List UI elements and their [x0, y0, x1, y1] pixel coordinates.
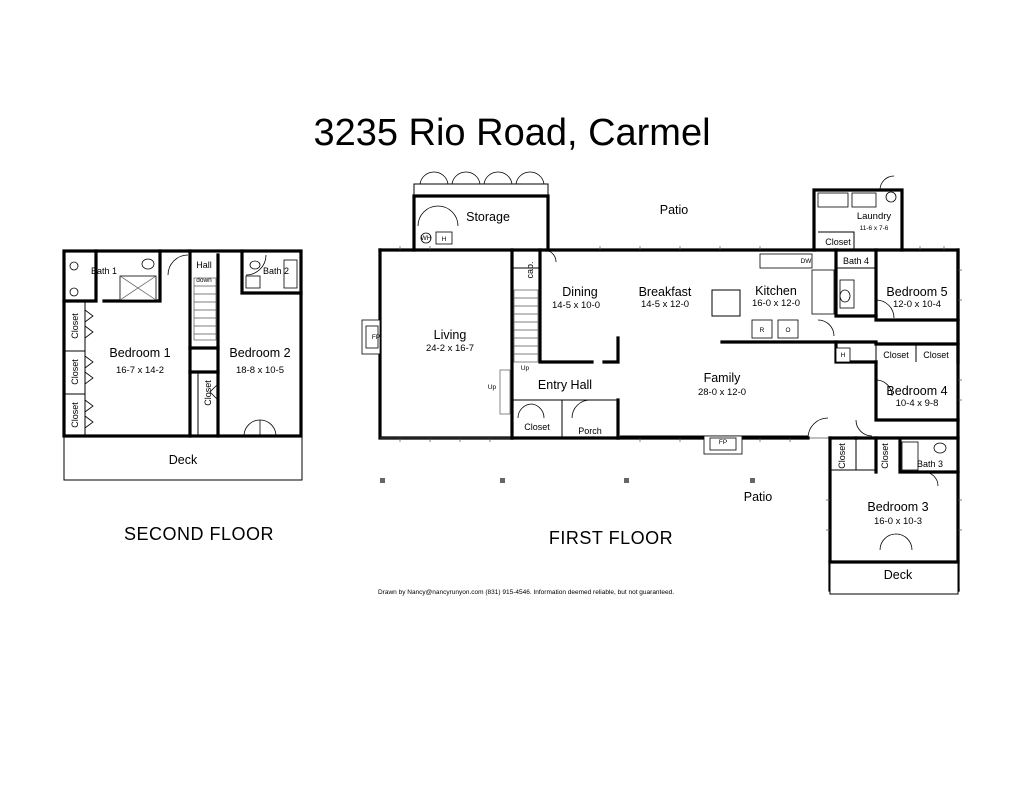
- bath-1-label: Bath 1: [91, 266, 117, 276]
- first-floor-label: FIRST FLOOR: [549, 528, 673, 548]
- first-floor: Storage Patio Patio Laundry 11-6 x 7-6 C…: [361, 171, 962, 595]
- closet-a-label: Closet: [70, 313, 80, 339]
- bedroom-5-dim: 12-0 x 10-4: [893, 299, 941, 310]
- bedroom-2-name: Bedroom 2: [229, 346, 290, 360]
- second-floor-deck-label: Deck: [169, 453, 198, 467]
- range-label: R: [760, 327, 765, 334]
- living-dim: 24-2 x 16-7: [426, 343, 474, 354]
- second-floor: Bath 1 Hall down Bath 2 Closet Closet Cl…: [62, 249, 303, 481]
- porch-label: Porch: [578, 426, 602, 436]
- bedroom-4-closet-a: Closet: [883, 350, 909, 360]
- kitchen-name: Kitchen: [755, 284, 797, 298]
- kitchen-dim: 16-0 x 12-0: [752, 298, 800, 309]
- bath-4-label: Bath 4: [843, 256, 869, 266]
- dining-dim: 14-5 x 10-0: [552, 300, 600, 311]
- stair-up-label: Up: [521, 365, 530, 372]
- laundry-closet-label: Closet: [825, 237, 851, 247]
- family-dim: 28-0 x 12-0: [698, 387, 746, 398]
- storage-label: Storage: [466, 210, 510, 224]
- stair-down-label: down: [196, 277, 212, 284]
- patio-top-label: Patio: [660, 203, 689, 217]
- hall-h-label: H: [841, 352, 846, 359]
- patio-bottom-label: Patio: [744, 490, 773, 504]
- bedroom-2-dim: 18-8 x 10-5: [236, 365, 284, 376]
- dining-name: Dining: [562, 285, 597, 299]
- credit-line: Drawn by Nancy@nancyrunyon.com (831) 915…: [378, 589, 674, 596]
- bedroom-1-dim: 16-7 x 14-2: [116, 365, 164, 376]
- bedroom-3-closet-b: Closet: [880, 443, 890, 469]
- closet-b-label: Closet: [70, 359, 80, 385]
- entry-closet-label: Closet: [524, 422, 550, 432]
- bedroom-3-dim: 16-0 x 10-3: [874, 516, 922, 527]
- bedroom-1-name: Bedroom 1: [109, 346, 170, 360]
- breakfast-name: Breakfast: [639, 285, 692, 299]
- water-heater-label: WH: [421, 235, 432, 242]
- bedroom-4-dim: 10-4 x 9-8: [896, 398, 939, 409]
- living-name: Living: [434, 328, 467, 342]
- hall-label: Hall: [196, 260, 212, 270]
- cabinet-label: cab.: [525, 261, 535, 278]
- first-floor-deck-label: Deck: [884, 568, 913, 582]
- bedroom-3-closet-a: Closet: [837, 443, 847, 469]
- closet-d-label: Closet: [203, 380, 213, 406]
- bedroom-5-name: Bedroom 5: [886, 285, 947, 299]
- second-floor-label: SECOND FLOOR: [124, 524, 274, 544]
- living-fireplace-label: FP: [372, 334, 380, 341]
- plan-title: 3235 Rio Road, Carmel: [313, 112, 710, 154]
- bedroom-3-name: Bedroom 3: [867, 500, 928, 514]
- dishwasher-label: DW: [801, 258, 813, 265]
- second-floor-deck: [63, 435, 303, 481]
- bedroom-4-closet-b: Closet: [923, 350, 949, 360]
- bath-2-label: Bath 2: [263, 266, 289, 276]
- breakfast-dim: 14-5 x 12-0: [641, 299, 689, 310]
- bath-3-label: Bath 3: [917, 459, 943, 469]
- family-fireplace-label: FP: [719, 439, 727, 446]
- laundry-dim: 11-6 x 7-6: [860, 225, 889, 232]
- entry-hall-label: Entry Hall: [538, 378, 592, 392]
- oven-label: O: [785, 327, 790, 334]
- family-name: Family: [704, 371, 742, 385]
- second-floor-outline: [62, 249, 303, 438]
- storage-h-label: H: [442, 236, 447, 243]
- stair-up-main-label: Up: [488, 384, 497, 391]
- laundry-name: Laundry: [857, 211, 892, 222]
- bedroom-4-name: Bedroom 4: [886, 384, 947, 398]
- closet-c-label: Closet: [70, 402, 80, 428]
